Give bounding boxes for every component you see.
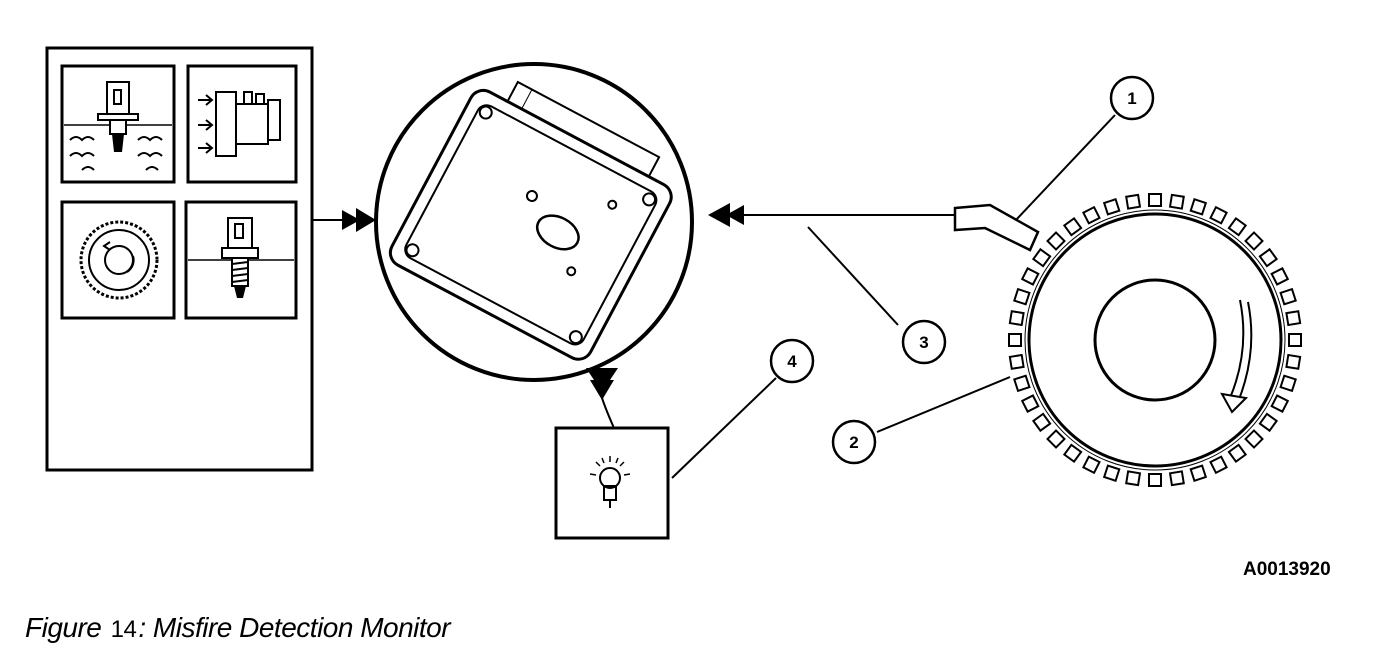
sensor-signal-arrow [726, 205, 744, 225]
callout-4: 4 [769, 338, 815, 384]
wheel-tooth [1270, 394, 1290, 413]
wheel-tooth [1102, 198, 1121, 216]
leader-line-3 [807, 226, 899, 326]
wheel-tooth [1046, 429, 1066, 449]
wheel-tooth [1279, 287, 1297, 306]
wheel-tooth [1285, 310, 1302, 327]
crank-sensor-icon [953, 203, 1040, 252]
callout-2: 2 [831, 419, 877, 465]
wheel-tooth [1244, 231, 1264, 251]
wheel-tooth [1189, 198, 1208, 216]
wheel-tooth [1062, 443, 1083, 464]
callout-3: 3 [901, 319, 947, 365]
wheel-tooth [1008, 310, 1025, 327]
wheel-tooth [1270, 267, 1290, 286]
drawing-code: A0013920 [1243, 559, 1331, 580]
wheel-tooth [1013, 287, 1031, 306]
figure-separator: : [138, 612, 146, 643]
wheel-tooth [1209, 455, 1228, 475]
leader-line-4 [671, 377, 777, 479]
figure-label: Figure [25, 612, 102, 643]
wheel-tooth [1062, 216, 1083, 237]
wheel-tooth [1258, 412, 1279, 433]
toothed-wheel-icon [1008, 193, 1302, 487]
figure-title: Misfire Detection Monitor [152, 612, 451, 643]
wheel-tooth [1285, 353, 1302, 370]
wheel-tooth [1168, 193, 1185, 210]
wheel-tooth [1279, 374, 1297, 393]
input-arrow [342, 210, 360, 230]
wheel-tooth [1046, 231, 1066, 251]
indicator-lamp-icon [554, 426, 670, 540]
wheel-tooth [1008, 333, 1022, 347]
figure-number: 14 [110, 616, 137, 643]
control-module-icon [374, 62, 694, 382]
threaded-sensor-icon [184, 200, 298, 320]
wheel-tooth [1125, 470, 1142, 487]
wheel-tooth [1244, 429, 1264, 449]
wheel-tooth [1125, 193, 1142, 210]
wheel-tooth [1020, 394, 1040, 413]
callout-1-label: 1 [1127, 89, 1136, 108]
sensor-panel [45, 46, 314, 472]
callout-1: 1 [1109, 75, 1155, 121]
wheel-tooth [1148, 193, 1162, 207]
wheel-tooth [1082, 205, 1101, 225]
wheel-tooth [1168, 470, 1185, 487]
wheel-tooth [1227, 216, 1248, 237]
wheel-tooth [1082, 455, 1101, 475]
immersion-sensor-icon [60, 64, 176, 184]
callout-4-label: 4 [787, 352, 797, 371]
leader-line-1 [1015, 114, 1116, 221]
wheel-tooth [1209, 205, 1228, 225]
wheel-tooth [1189, 464, 1208, 482]
wheel-tooth [1031, 247, 1052, 268]
misfire-diagram: 1 2 3 4 [45, 46, 1302, 540]
figure-caption: Figure 14: Misfire Detection Monitor [25, 612, 451, 644]
wheel-tooth [1008, 353, 1025, 370]
wheel-tooth [1227, 443, 1248, 464]
rotation-sensor-icon [60, 200, 176, 320]
wheel-tooth [1013, 374, 1031, 393]
callout-3-label: 3 [919, 333, 928, 352]
wheel-tooth [1020, 267, 1040, 286]
airflow-sensor-icon [186, 64, 298, 184]
wheel-tooth [1031, 412, 1052, 433]
wheel-tooth [1102, 464, 1121, 482]
leader-line-2 [876, 376, 1011, 433]
wheel-tooth [1148, 473, 1162, 487]
wheel-tooth [1288, 333, 1302, 347]
wheel-tooth [1258, 247, 1279, 268]
callout-2-label: 2 [849, 433, 858, 452]
